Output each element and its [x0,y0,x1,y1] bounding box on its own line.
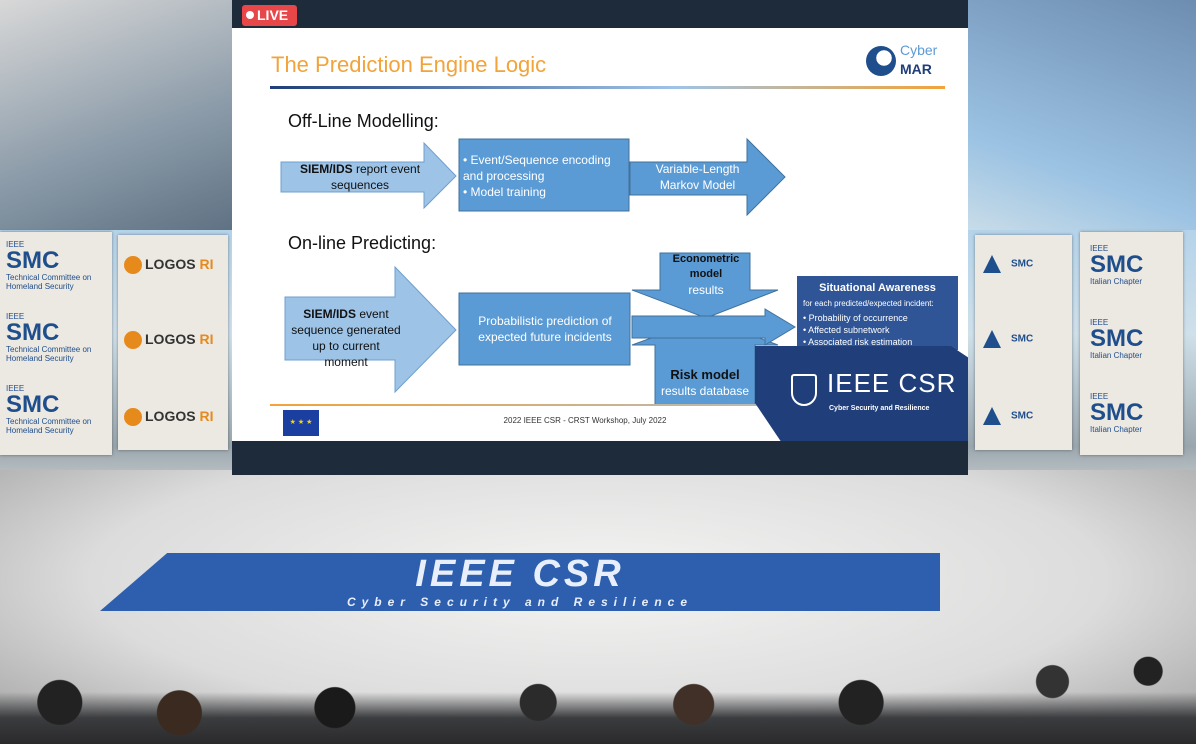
online-process-box [458,292,631,366]
a-logo-icon [983,330,1001,348]
cybermar-logo: Cyber MAR [866,42,946,80]
floor-logo-tagline: Cyber Security and Resilience [346,595,694,609]
eu-flag-icon: ★ ★ ★ [283,410,319,436]
online-output-arrow [631,308,796,346]
offline-output-label: Variable-Length Markov Model [655,162,740,192]
live-dot-icon [246,11,254,19]
venue-sky-right [968,0,1196,230]
banner-logos: LOGOS RI LOGOS RI LOGOS RI [118,235,228,450]
list-item: • Probability of occurrence [803,313,908,323]
logos-logo: LOGOS RI [124,407,213,427]
live-badge: LIVE [242,5,297,26]
offline-output-arrow [629,137,786,217]
venue-roof-left [0,0,232,230]
a-logo-icon [983,255,1001,273]
offline-heading: Off-Line Modelling: [288,111,439,131]
econometric-down-arrow [631,252,779,319]
floor-logo-brand: IEEE CSR [415,553,625,595]
offline-process-list: • Event/Sequence encoding and processing… [463,152,628,200]
offline-process-box [458,138,630,212]
overlay-brand: IEEE CSR [827,368,957,398]
list-item: • Associated risk estimation [803,337,913,347]
offline-input-label: SIEM/IDS report event sequences [299,162,421,192]
title-underline [270,86,945,89]
list-item: • Affected subnetwork [803,325,890,335]
online-input-label: SIEM/IDS event sequence generated up to … [291,307,401,369]
banner-smc-small: SMC SMC SMC [975,235,1072,450]
situational-awareness-box: Situational Awareness for each predicted… [797,276,958,350]
list-item: • Event/Sequence encoding and processing [463,153,611,183]
online-input-arrow [284,265,457,394]
audience [0,640,1196,744]
slide-footer: 2022 IEEE CSR - CRST Workshop, July 2022 [503,416,667,425]
overlay-tagline: Cyber Security and Resilience [829,405,930,412]
slide-title: The Prediction Engine Logic [271,52,547,77]
footer-line [270,404,945,406]
ieee-csr-overlay: IEEE CSR Cyber Security and Resilience [755,346,968,441]
online-heading: On-line Predicting: [288,233,437,253]
a-logo-icon [983,407,1001,425]
online-process-label: Probabilistic prediction of expected fut… [478,314,612,344]
offline-input-arrow [280,141,457,210]
shield-icon [791,374,817,406]
logos-logo: LOGOS RI [124,330,213,350]
logos-logo: LOGOS RI [124,255,213,275]
list-item: • Model training [463,185,546,199]
